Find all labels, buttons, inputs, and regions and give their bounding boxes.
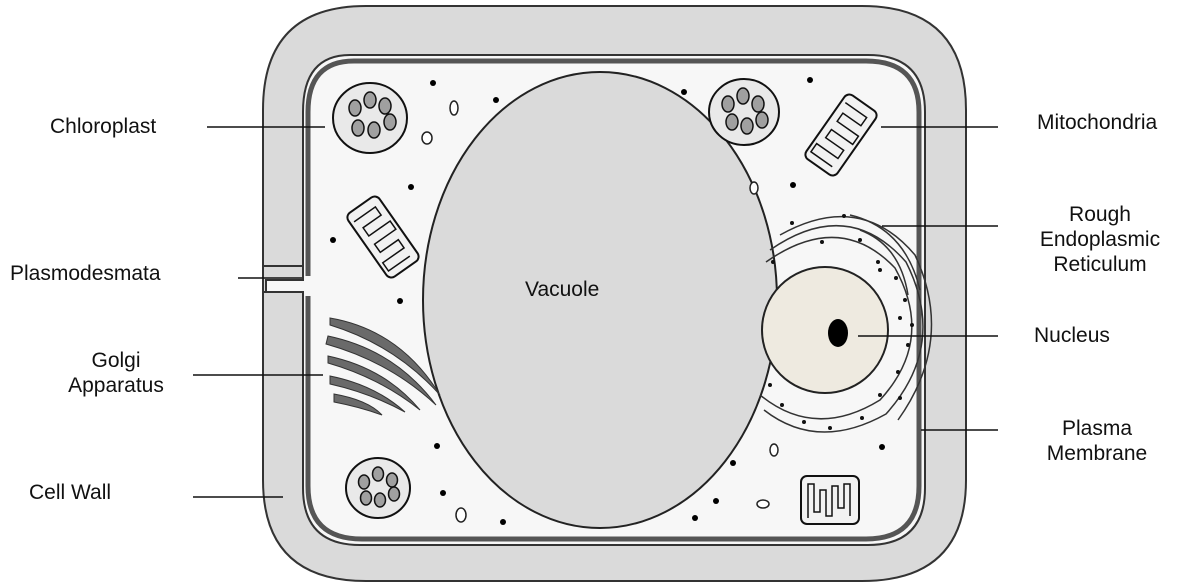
- label-vacuole: Vacuole: [525, 277, 599, 302]
- label-rough-er: Rough Endoplasmic Reticulum: [1030, 202, 1170, 277]
- mitochondrion-bottom: [801, 476, 859, 524]
- label-plasma-membrane: Plasma Membrane: [1038, 416, 1156, 466]
- label-rer-line3: Reticulum: [1030, 252, 1170, 277]
- label-chloroplast: Chloroplast: [50, 114, 156, 139]
- label-nucleus: Nucleus: [1034, 323, 1110, 348]
- nucleus: [762, 267, 888, 393]
- label-golgi-apparatus: Golgi Apparatus: [48, 348, 184, 398]
- chloroplast-bottom: [346, 458, 410, 518]
- nucleolus: [828, 319, 848, 347]
- label-mitochondria: Mitochondria: [1037, 110, 1157, 135]
- chloroplast-top: [333, 83, 407, 153]
- label-plasma-line1: Plasma: [1038, 416, 1156, 441]
- label-cell-wall: Cell Wall: [29, 480, 111, 505]
- label-rer-line2: Endoplasmic: [1030, 227, 1170, 252]
- label-golgi-line2: Apparatus: [48, 373, 184, 398]
- label-rer-line1: Rough: [1030, 202, 1170, 227]
- vacuole: [423, 72, 777, 528]
- chloroplast-right: [709, 79, 779, 145]
- label-plasma-line2: Membrane: [1038, 441, 1156, 466]
- label-golgi-line1: Golgi: [48, 348, 184, 373]
- label-plasmodesmata: Plasmodesmata: [10, 261, 161, 286]
